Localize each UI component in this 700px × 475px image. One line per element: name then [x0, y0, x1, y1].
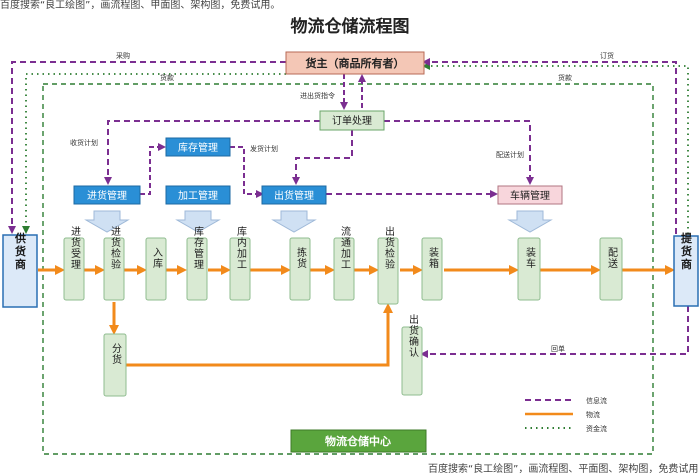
inventory-management-label: 库存管理 [178, 141, 218, 154]
label-payment-left: 货款 [160, 73, 174, 82]
step-label-confirm: 出货确认 [407, 313, 419, 358]
info-flow-order-outbound [292, 130, 353, 185]
legend-info-label: 信息流 [586, 396, 607, 405]
capital-flow-right [422, 62, 689, 234]
step-label-s5: 库内加工 [235, 225, 247, 270]
customer-box[interactable]: 提货商 [673, 231, 699, 307]
step-box-s1[interactable]: 进货受理 [63, 226, 85, 301]
step-label-s3: 入库 [151, 247, 163, 269]
center-label: 物流仓储中心 [325, 434, 391, 448]
legend-capital-label: 资金流 [586, 424, 607, 433]
step-label-s2: 进货检验 [109, 226, 121, 270]
info-flow-inbound-inventory [140, 143, 166, 195]
step-box-s11[interactable]: 配送 [599, 237, 623, 301]
label-receive-plan: 收货计划 [70, 138, 98, 147]
info-flow-dispatch-plan [384, 120, 534, 185]
step-box-s9[interactable]: 装箱 [421, 237, 443, 301]
step-box-s2[interactable]: 进货检验 [103, 226, 125, 301]
order-processing-label: 订单处理 [332, 115, 372, 127]
diagram-title: 物流仓储流程图 [291, 16, 410, 37]
info-flow-order-goods [422, 58, 677, 234]
owner-label: 货主（商品所有者） [305, 56, 405, 70]
processing-management-label: 加工管理 [178, 189, 218, 202]
step-box-s5[interactable]: 库内加工 [229, 225, 251, 301]
inbound-management-label: 进货管理 [87, 189, 127, 202]
block-arrow-inbound [84, 210, 130, 233]
label-ship-plan: 发货计划 [250, 144, 278, 153]
vehicle-management-label: 车辆管理 [510, 189, 550, 202]
step-box-s6[interactable]: 拣货 [289, 237, 311, 301]
step-box-sort[interactable]: 分货 [103, 333, 127, 397]
block-arrow-vehicle [507, 210, 553, 233]
step-label-s6: 拣货 [295, 246, 307, 269]
supplier-label: 供货商 [14, 231, 28, 271]
label-dispatch-plan: 配送计划 [496, 150, 524, 159]
step-label-s9: 装箱 [427, 246, 439, 269]
step-label-s8: 出货检验 [383, 225, 395, 270]
step-box-s10[interactable]: 装车 [517, 237, 541, 301]
step-box-confirm[interactable]: 出货确认 [401, 313, 423, 396]
supplier-box[interactable]: 供货商 [2, 231, 38, 308]
block-arrows [84, 210, 553, 233]
capital-flow-left [22, 73, 286, 234]
step-box-s8[interactable]: 出货检验 [377, 225, 399, 305]
step-box-s3[interactable]: 入库 [145, 237, 167, 301]
center-label-box: 物流仓储中心 [290, 429, 427, 453]
legend: 信息流 物流 资金流 [525, 396, 607, 433]
info-flow-ship-plan [230, 146, 264, 198]
label-receipt: 回单 [551, 344, 565, 353]
step-label-s7: 流通加工 [339, 225, 351, 270]
logistics-arrow-sort-s8 [126, 303, 393, 367]
owner-box[interactable]: 货主（商品所有者） [285, 51, 425, 75]
customer-label: 提货商 [680, 231, 694, 271]
footer-caption: 百度搜索“良工绘图”，画流程图、平面图、架构图，免费试用 [428, 464, 699, 475]
label-payment-right: 货款 [558, 73, 572, 82]
step-label-s4: 库存管理 [192, 225, 204, 270]
outbound-management-label: 出货管理 [274, 189, 314, 202]
step-label-s11: 配送 [606, 247, 618, 269]
step-label-sort: 分货 [110, 343, 122, 365]
inbound-management-box[interactable]: 进货管理 [73, 185, 141, 205]
logistics-flow [38, 265, 675, 367]
inventory-management-box[interactable]: 库存管理 [165, 137, 231, 157]
label-purchase: 采购 [116, 51, 130, 60]
order-processing-box[interactable]: 订单处理 [319, 110, 385, 131]
label-order-right: 订货 [600, 51, 614, 60]
step-label-s10: 装车 [524, 246, 536, 269]
step-box-s4[interactable]: 库存管理 [186, 225, 208, 301]
step-box-s7[interactable]: 流通加工 [333, 225, 355, 301]
header-caption: 百度搜索“良工绘图”，画流程图、甲面图、架构图，免费试用。 [0, 0, 281, 11]
info-flow-purchase [8, 61, 286, 234]
outbound-management-box[interactable]: 出货管理 [261, 185, 327, 205]
block-arrow-outbound [271, 210, 317, 233]
legend-logistics-label: 物流 [586, 410, 600, 419]
info-flow-receive-plan [104, 120, 320, 185]
label-out-cmd: 进出货指令 [300, 91, 335, 100]
info-flow-receipt [420, 276, 689, 358]
flow-labels: 采购 货款 订货 货款 进出货指令 收货计划 发货计划 配送计划 回单 [70, 51, 614, 353]
processing-management-box[interactable]: 加工管理 [165, 185, 231, 205]
step-label-s1: 进货受理 [69, 226, 81, 270]
block-arrow-processing [175, 210, 221, 233]
process-steps: 进货受理 进货检验 入库 库存管理 库内加工 拣货 流通加工 出货检验 [63, 225, 623, 397]
vehicle-management-box[interactable]: 车辆管理 [497, 185, 563, 205]
